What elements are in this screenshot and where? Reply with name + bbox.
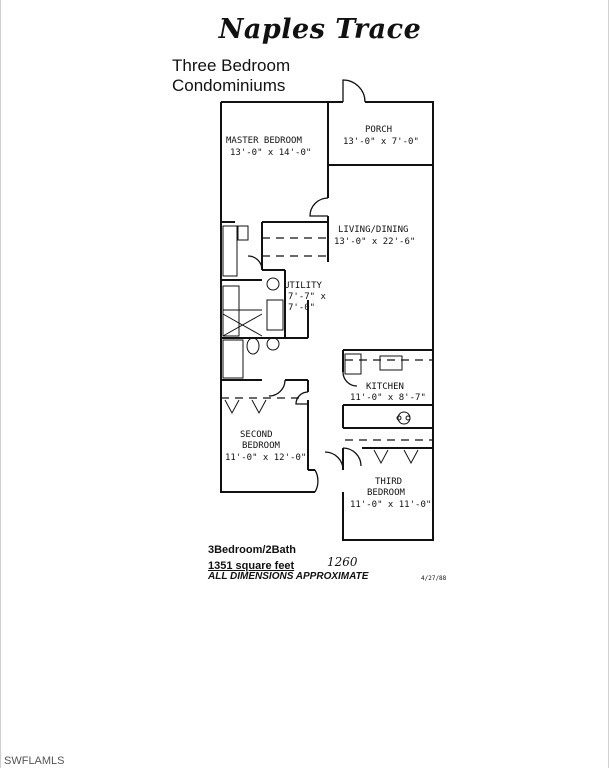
stove-fixture xyxy=(397,411,411,425)
third-label-1: THIRD xyxy=(375,477,402,487)
master-dims: 13'-0" x 14'-0" xyxy=(230,148,311,158)
living-label: LIVING/DINING xyxy=(338,225,408,235)
shower-fixture xyxy=(222,285,240,337)
kitchen-label: KITCHEN xyxy=(366,382,404,392)
plan-date: 4/27/88 xyxy=(421,575,447,582)
tub-fixture xyxy=(222,339,244,379)
second-label-1: SECOND xyxy=(240,430,273,440)
second-label-2: BEDROOM xyxy=(242,441,281,451)
utility-dims-2: 7'-0" xyxy=(288,303,315,313)
left-border xyxy=(0,0,1,768)
outer-walls xyxy=(220,101,434,541)
dimensions-note: ALL DIMENSIONS APPROXIMATE xyxy=(208,571,369,582)
handwritten-note: 1260 xyxy=(327,555,358,569)
master-label: MASTER BEDROOM xyxy=(226,136,302,146)
living-dims: 13'-0" x 22'-6" xyxy=(334,237,415,247)
bedroom-bath-text: 3Bedroom/2Bath xyxy=(208,544,297,556)
page-title: Naples Trace xyxy=(218,14,422,45)
vanity-fixture xyxy=(222,225,238,277)
second-dims: 11'-0" x 12'-0" xyxy=(225,453,306,463)
square-feet-text: 1351 square feet xyxy=(208,560,295,572)
porch-dims: 13'-0" x 7'-0" xyxy=(343,137,419,147)
right-border xyxy=(608,0,609,768)
subtitle-line-1: Three Bedroom xyxy=(172,56,291,75)
utility-dims-1: 7'-7" x xyxy=(288,292,327,302)
third-dims: 11'-0" x 11'-0" xyxy=(350,500,431,510)
subtitle: Three Bedroom Condominiums xyxy=(172,56,290,96)
utility-label: UTILITY xyxy=(284,281,323,291)
watermark: SWFLAMLS xyxy=(4,755,65,767)
third-label-2: BEDROOM xyxy=(367,488,406,498)
porch-label: PORCH xyxy=(365,125,392,135)
subtitle-line-2: Condominiums xyxy=(172,76,286,95)
porch-door xyxy=(342,79,366,103)
master-door xyxy=(309,197,329,217)
kitchen-dims: 11'-0" x 8'-7" xyxy=(350,393,426,403)
